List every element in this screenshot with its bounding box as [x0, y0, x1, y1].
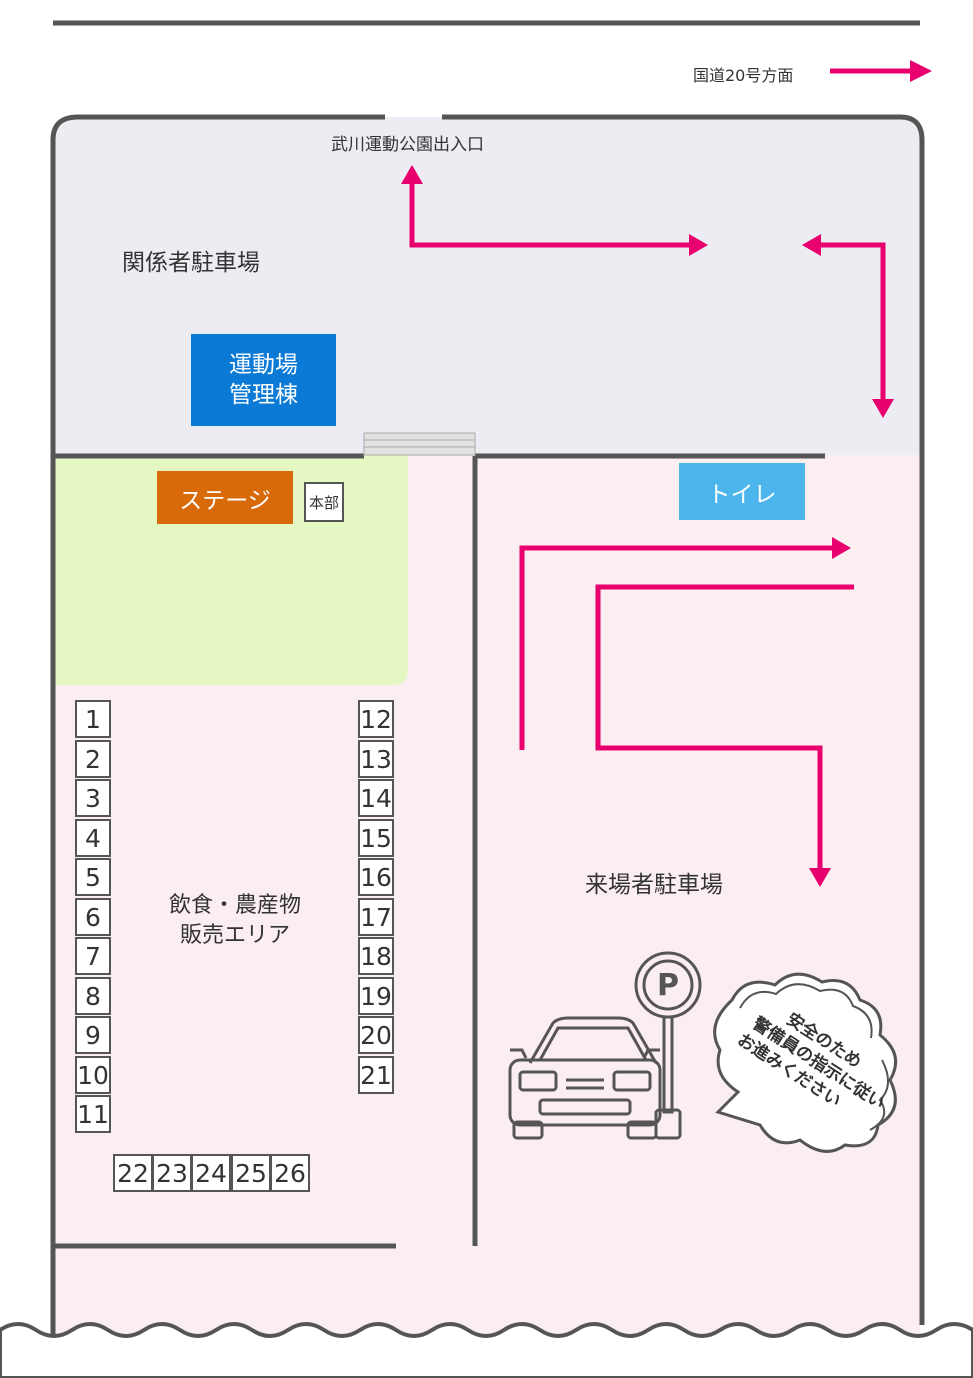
food-area-line2: 販売エリア — [179, 923, 290, 948]
bottom-wave — [0, 1322, 973, 1378]
arrowhead-up — [401, 165, 423, 184]
booth: 12 — [358, 700, 394, 738]
gate-steps — [363, 432, 476, 456]
booth: 24 — [191, 1154, 231, 1192]
toilet-box: トイレ — [679, 463, 805, 520]
booth: 15 — [358, 819, 394, 857]
booth: 14 — [358, 779, 394, 817]
entrance-label: 武川運動公園出入口 — [331, 135, 484, 155]
booth: 1 — [75, 700, 111, 738]
booth: 6 — [75, 898, 111, 936]
booth: 2 — [75, 740, 111, 778]
booth: 25 — [231, 1154, 271, 1192]
arrow-to-entrance — [409, 182, 690, 248]
booth: 5 — [75, 858, 111, 896]
management-building: 運動場 管理棟 — [191, 334, 336, 426]
arrowhead-right-1 — [689, 234, 708, 256]
booth: 23 — [152, 1154, 192, 1192]
route-label: 国道20号方面 — [693, 66, 794, 85]
booth: 17 — [358, 898, 394, 936]
route-arrow — [830, 60, 932, 82]
arrow-up-then-right — [519, 545, 832, 750]
car-icon — [508, 1016, 662, 1140]
management-building-line1: 運動場 — [229, 352, 298, 378]
outer-wall-left-top — [50, 114, 385, 1348]
booth: 7 — [75, 937, 111, 975]
parking-sign-letter: P — [657, 968, 679, 1003]
booth: 9 — [75, 1016, 111, 1054]
visitor-parking-label: 来場者駐車場 — [585, 872, 723, 898]
booth: 19 — [358, 977, 394, 1015]
outer-wall-right-top — [442, 114, 925, 1325]
staff-parking-area — [55, 117, 920, 455]
booth: 20 — [358, 1016, 394, 1054]
arrowhead-left — [802, 234, 821, 256]
booth: 22 — [113, 1154, 153, 1192]
booth: 4 — [75, 819, 111, 857]
booth: 21 — [358, 1056, 394, 1094]
booth: 8 — [75, 977, 111, 1015]
arrowhead-down-1 — [872, 399, 894, 418]
food-area-label: 飲食・農産物 販売エリア — [160, 890, 310, 952]
headquarters-box: 本部 — [304, 482, 344, 522]
arrow-snake-down — [595, 584, 854, 868]
booth: 18 — [358, 937, 394, 975]
arrowhead-right-2 — [832, 537, 851, 559]
staff-parking-label: 関係者駐車場 — [122, 250, 260, 276]
booth: 10 — [75, 1056, 111, 1094]
arrowhead-down-2 — [809, 868, 831, 887]
booth: 16 — [358, 858, 394, 896]
stage-box: ステージ — [157, 471, 293, 524]
arrow-down-right — [820, 242, 886, 400]
booth: 26 — [270, 1154, 310, 1192]
food-area-line1: 飲食・農産物 — [168, 893, 301, 918]
management-building-line2: 管理棟 — [229, 382, 298, 408]
booth: 13 — [358, 740, 394, 778]
booth: 3 — [75, 779, 111, 817]
guidance-bubble — [713, 972, 898, 1153]
booth: 11 — [75, 1095, 111, 1133]
parking-sign-icon — [634, 951, 702, 1140]
